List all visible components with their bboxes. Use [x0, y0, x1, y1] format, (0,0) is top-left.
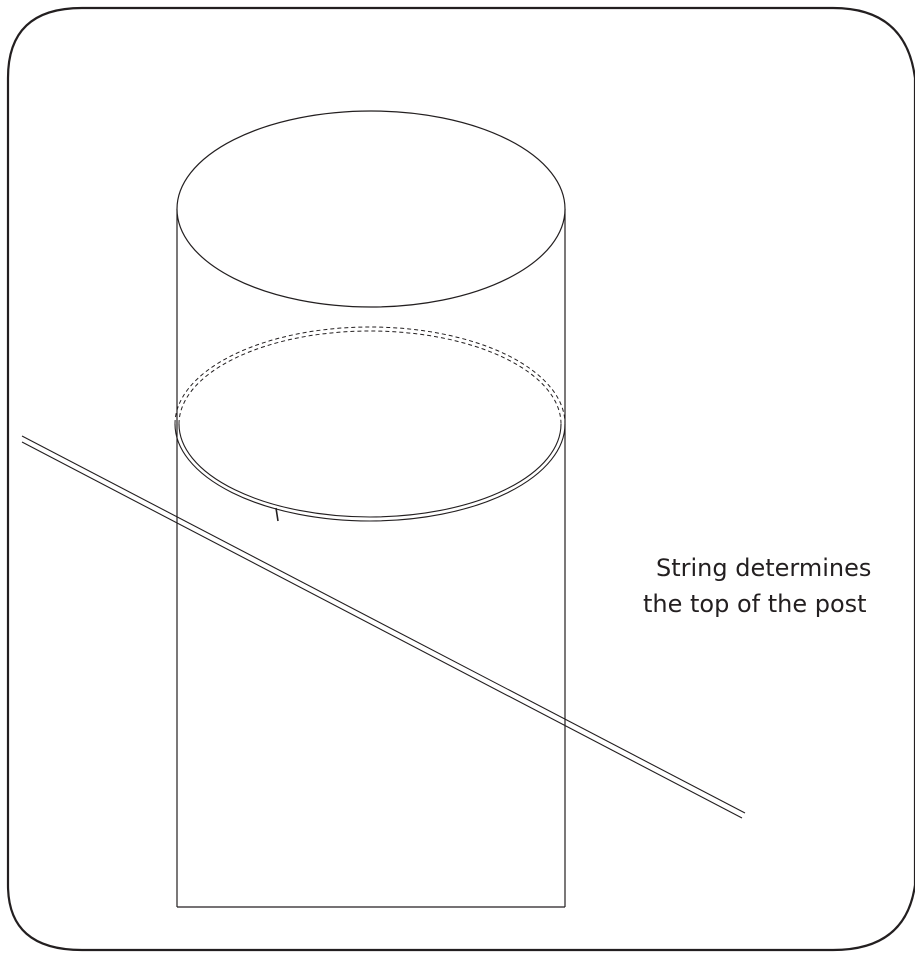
annotation-line-2: the top of the post: [643, 590, 867, 618]
string-line-edge-upper: [21, 435, 746, 814]
string-line: [21, 435, 746, 819]
string-loop-back: [174, 326, 566, 425]
post-top-ellipse: [176, 110, 566, 308]
string-line-edge-lower: [21, 441, 743, 819]
string-loop-back-inner: [178, 330, 562, 425]
string-loop-front: [174, 423, 566, 522]
string-loop-front-inner: [178, 423, 562, 518]
diagram-frame: [6, 6, 915, 952]
string-loop: [174, 326, 566, 522]
string-knot: [275, 507, 279, 522]
annotation-line-1: String determines: [656, 554, 871, 582]
